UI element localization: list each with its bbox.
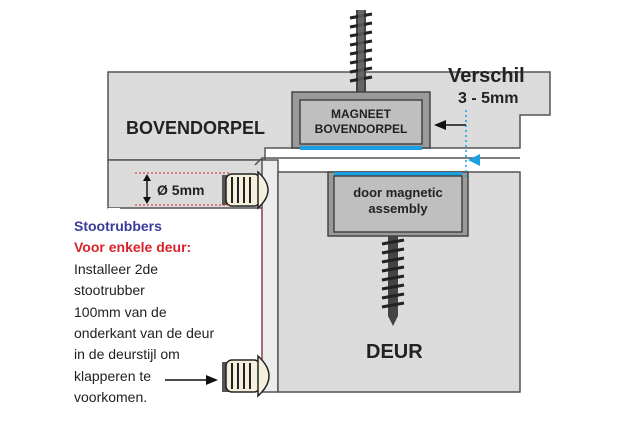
bumper-instructions: Stootrubbers Voor enkele deur: Installee… bbox=[74, 216, 244, 409]
instructions-line: voorkomen. bbox=[74, 389, 148, 406]
door-magnet-label-2: assembly bbox=[368, 201, 428, 216]
pointer-arrow-icon bbox=[165, 375, 218, 385]
instructions-line: in de deurstijl om bbox=[74, 346, 180, 363]
diameter-marker bbox=[135, 172, 230, 206]
deur-label: DEUR bbox=[366, 341, 423, 363]
jamb-profile bbox=[254, 157, 520, 166]
magnet-frame-label-1: MAGNEET bbox=[331, 107, 392, 121]
bumper-bottom-icon bbox=[222, 354, 270, 398]
magnet-frame-blue-strip bbox=[300, 146, 422, 150]
gap-arrow-blue-icon bbox=[468, 154, 480, 166]
frame-jamb-lower bbox=[108, 208, 120, 216]
verschil-range: 3 - 5mm bbox=[458, 90, 518, 107]
door-magnet-block bbox=[333, 175, 463, 233]
bumper-top-icon bbox=[222, 170, 269, 210]
verschil-title: Verschil bbox=[448, 65, 525, 87]
instructions-line: stootrubber bbox=[74, 282, 145, 299]
instructions-subtitle: Voor enkele deur: bbox=[74, 239, 192, 256]
door-magnet-blue-strip bbox=[334, 172, 462, 176]
instructions-line: onderkant van de deur bbox=[74, 325, 215, 342]
instructions-line: klapperen te bbox=[74, 367, 152, 384]
bottom-screw-icon bbox=[381, 236, 405, 326]
magnet-frame-label-2: BOVENDORPEL bbox=[315, 122, 408, 136]
instructions-line: Installeer 2de bbox=[74, 260, 159, 277]
instructions-line: 100mm van de bbox=[74, 303, 167, 320]
top-screw-icon bbox=[349, 10, 373, 92]
instructions-title: Stootrubbers bbox=[74, 218, 162, 234]
diameter-label: Ø 5mm bbox=[157, 182, 204, 198]
magnet-frame-block bbox=[299, 99, 423, 145]
door-magnet-label-1: door magnetic bbox=[353, 185, 443, 200]
bovendorpel-label: BOVENDORPEL bbox=[126, 118, 265, 138]
gap-arrow-down-icon bbox=[434, 120, 466, 130]
